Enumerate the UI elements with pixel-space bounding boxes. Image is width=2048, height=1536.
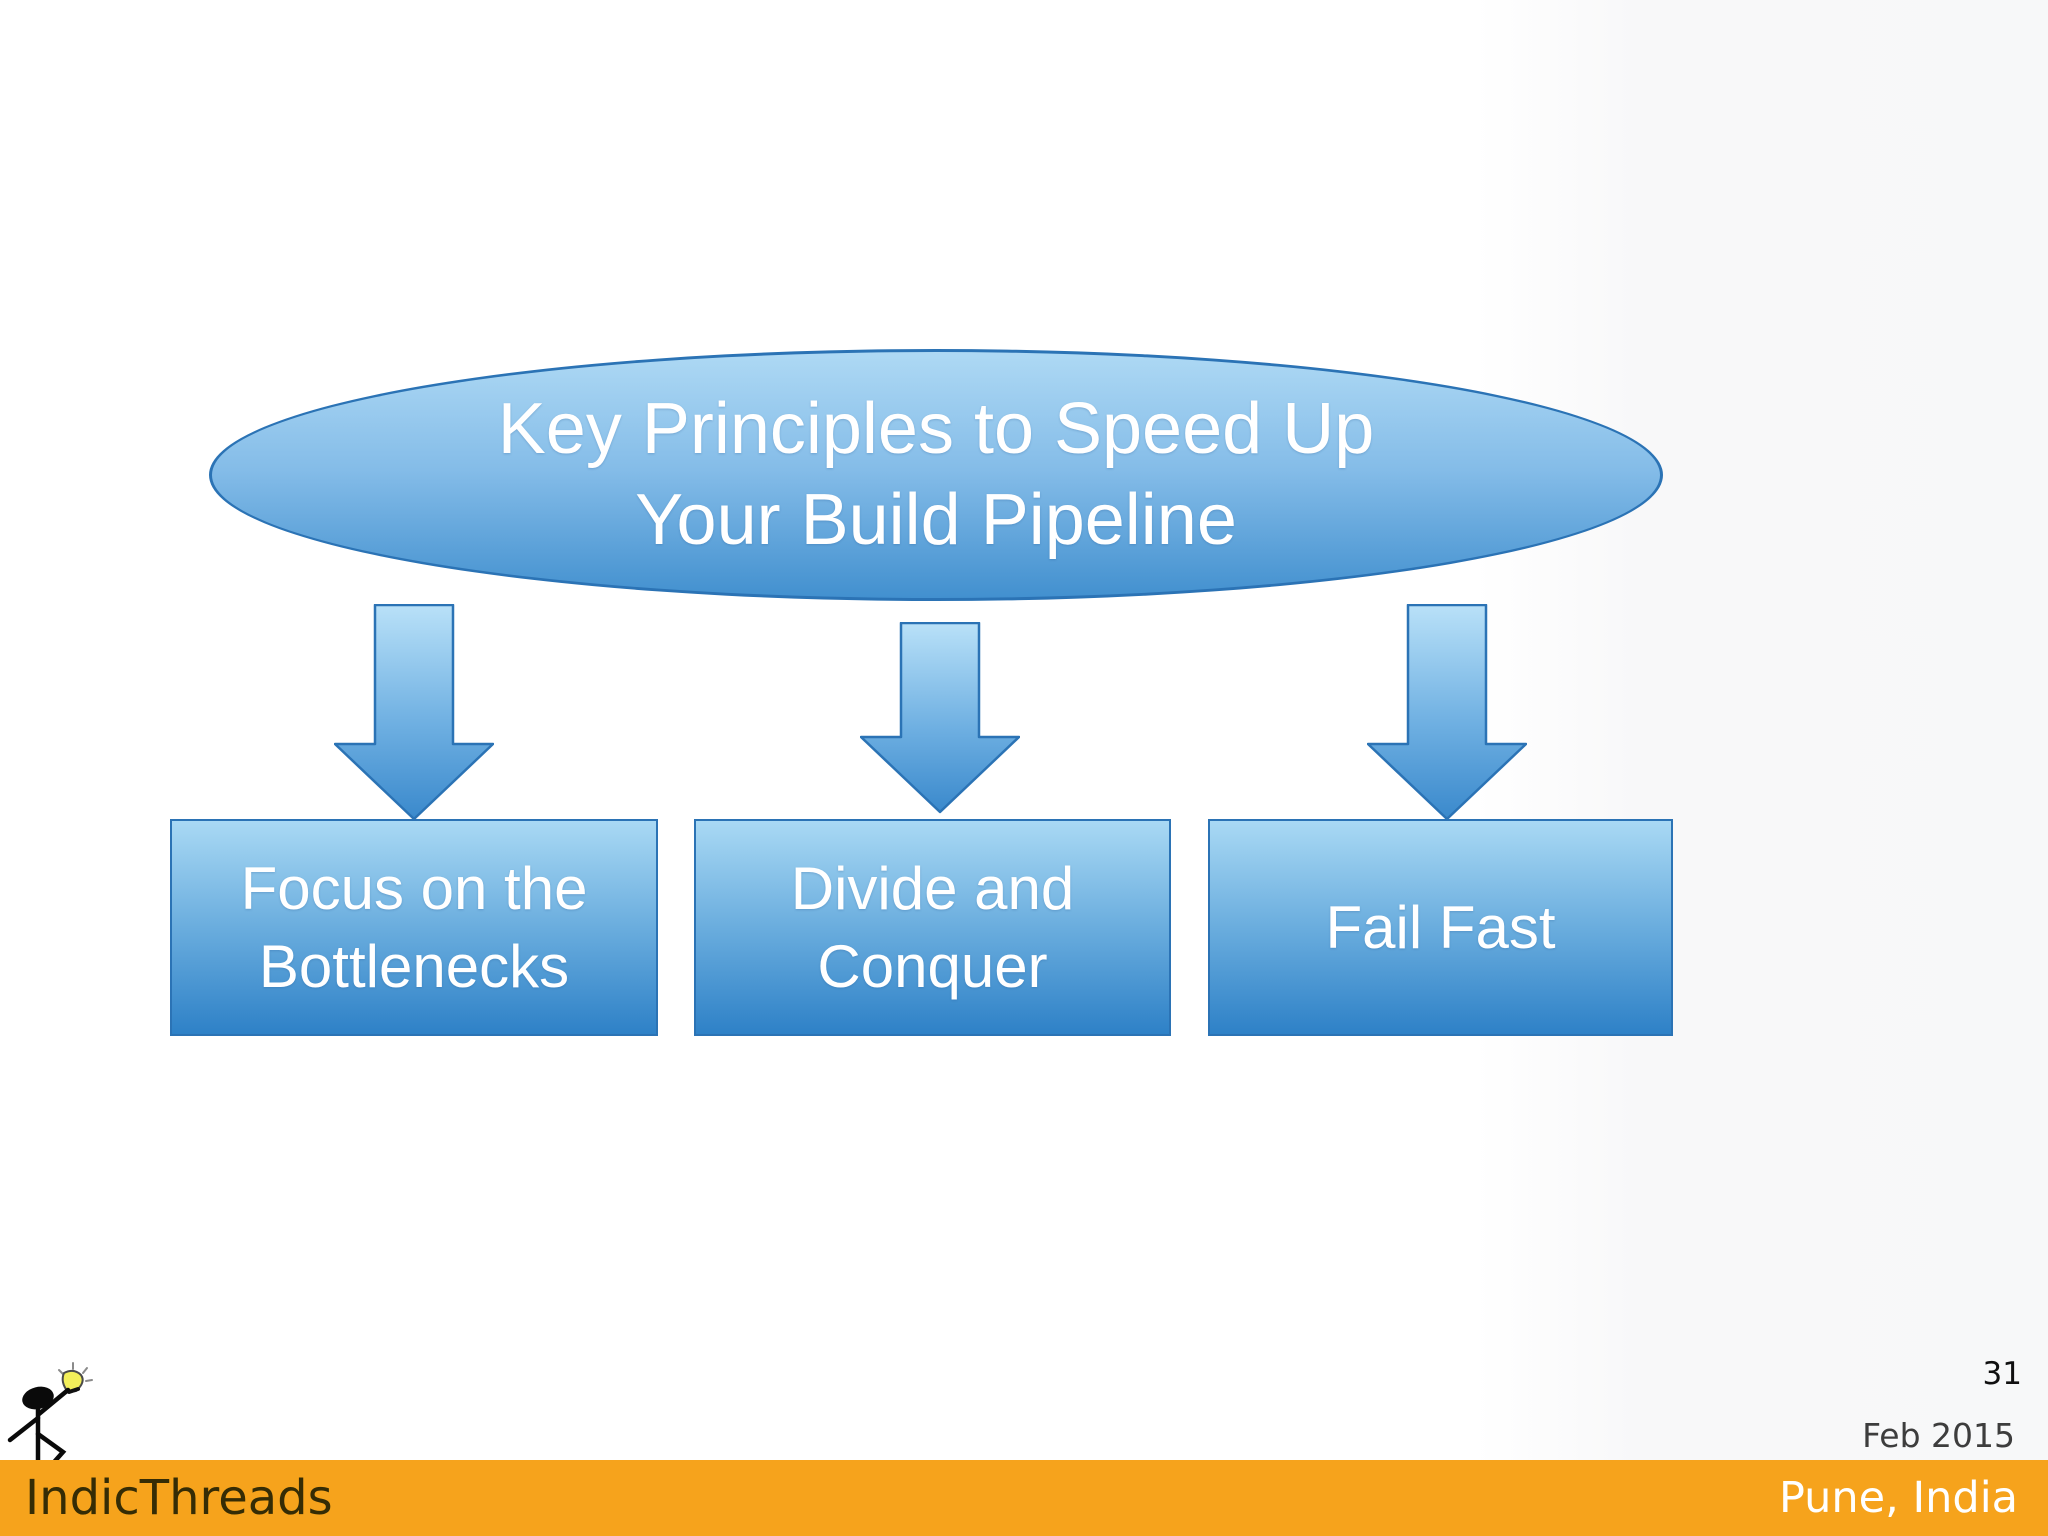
title-line-2: Your Build Pipeline bbox=[635, 480, 1237, 560]
footer-bar: IndicThreads Pune, India bbox=[0, 1460, 2048, 1536]
down-arrow-icon-3 bbox=[1367, 604, 1527, 821]
footer-location: Pune, India bbox=[1779, 1473, 2018, 1523]
principle-box-2-line-1: Divide and bbox=[790, 854, 1075, 922]
principle-box-3-line-1: Fail Fast bbox=[1325, 893, 1556, 961]
footer-brand: IndicThreads bbox=[25, 1470, 333, 1526]
title-line-1: Key Principles to Speed Up bbox=[497, 389, 1375, 469]
down-arrow-icon-1 bbox=[334, 604, 494, 821]
down-arrow-icon-2 bbox=[860, 622, 1020, 814]
principle-box-focus-on-bottlenecks: Focus on the Bottlenecks bbox=[170, 819, 658, 1036]
slide-date: Feb 2015 bbox=[1862, 1416, 2015, 1455]
title-ellipse: Key Principles to Speed Up Your Build Pi… bbox=[209, 349, 1663, 601]
principle-box-fail-fast: Fail Fast bbox=[1208, 819, 1673, 1036]
principle-box-1-line-2: Bottlenecks bbox=[258, 932, 570, 1000]
principle-box-divide-and-conquer: Divide and Conquer bbox=[694, 819, 1171, 1036]
page-number: 31 bbox=[1982, 1356, 2022, 1392]
principle-box-2-line-2: Conquer bbox=[817, 932, 1048, 1000]
principle-box-1-line-1: Focus on the bbox=[240, 854, 588, 922]
stick-figure-with-lightbulb-icon bbox=[7, 1362, 93, 1461]
